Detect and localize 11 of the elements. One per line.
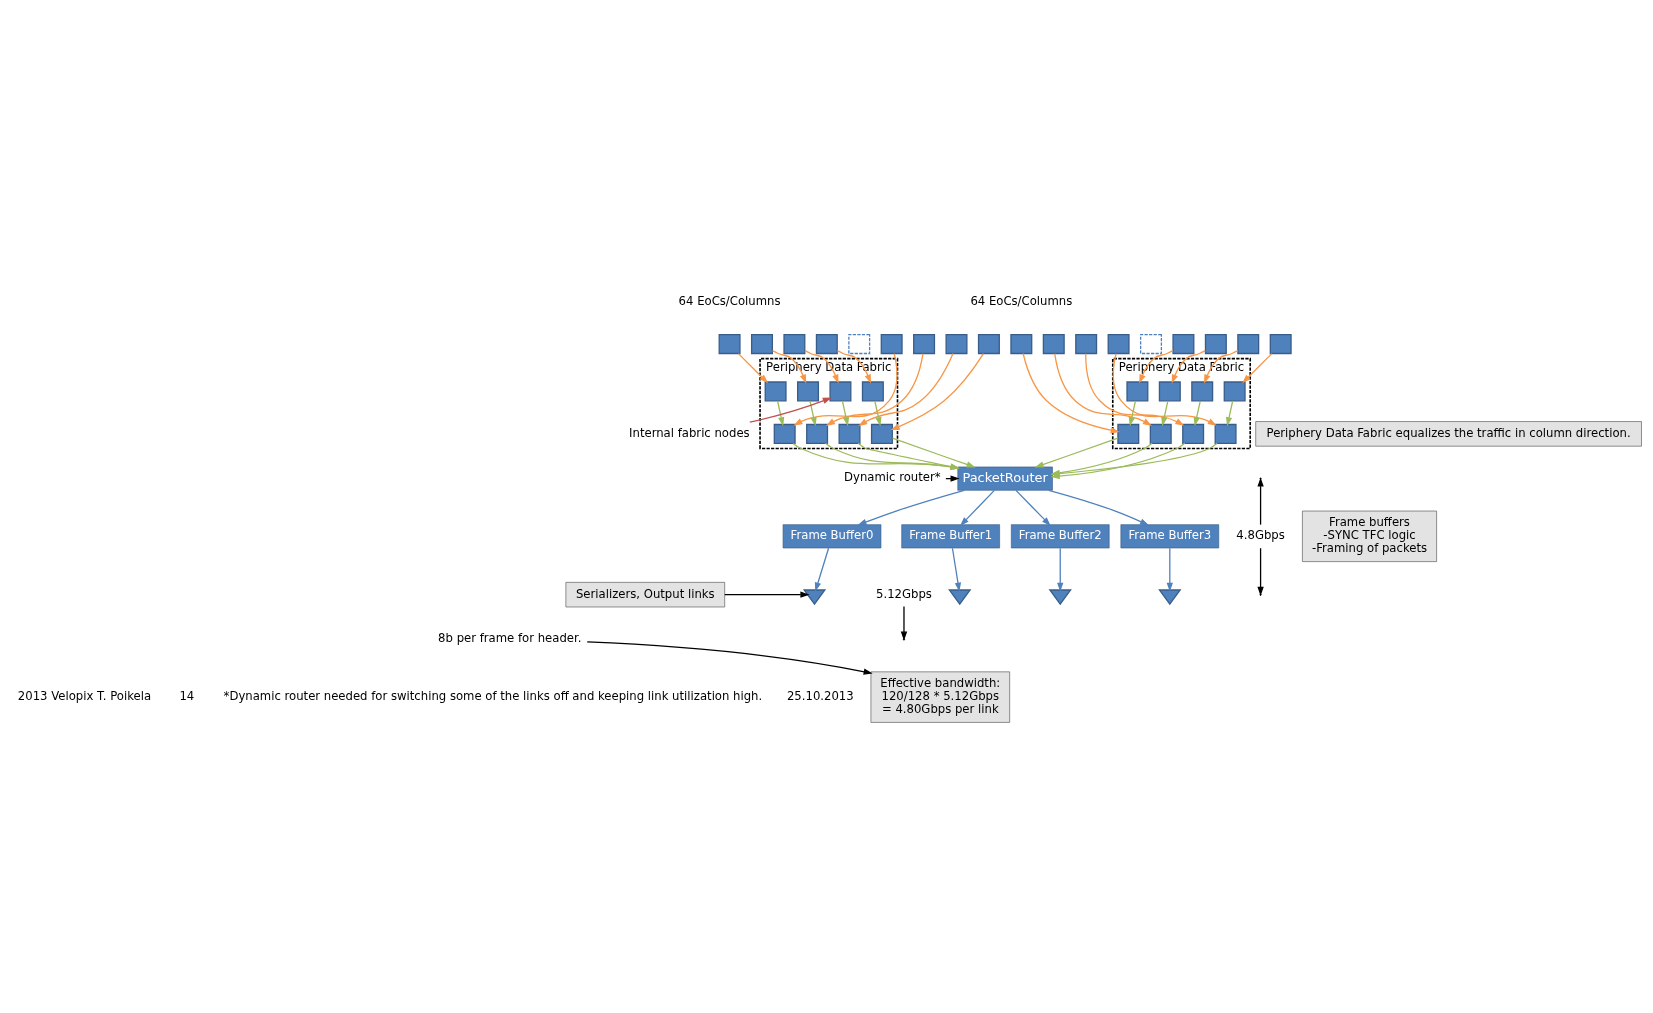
label: 25.10.2013 [786, 688, 854, 703]
label: 14 [179, 688, 195, 703]
node-text: 5.12Gbps [876, 586, 932, 601]
node-text: 8b per frame for header. [438, 631, 582, 646]
label: 2013 Velopix T. Poikela [17, 688, 152, 703]
label: 64 EoCs/Columns [678, 294, 781, 309]
node-text: Dynamic router* [844, 470, 941, 485]
node-text: Internal fabric nodes [629, 425, 750, 440]
label: *Dynamic router needed for switching some of the links off and keeping link utilization high. [223, 688, 763, 703]
label: 64 EoCs/Columns [970, 294, 1073, 309]
node-text: 4.8Gbps [1236, 528, 1285, 543]
